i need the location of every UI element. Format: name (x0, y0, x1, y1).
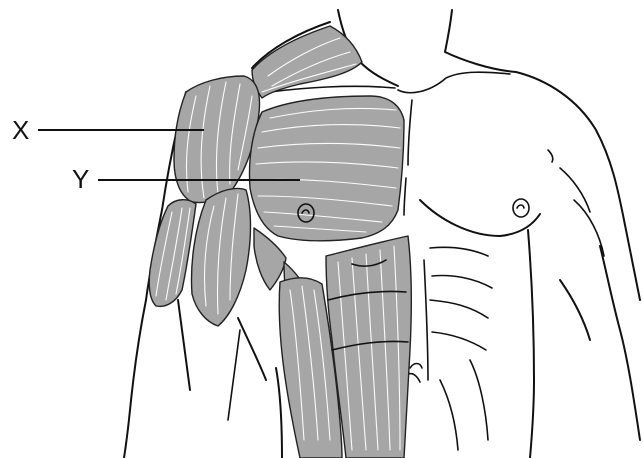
label-x: X (12, 115, 29, 145)
biceps-muscle (192, 188, 251, 326)
deltoid-muscle (174, 76, 259, 203)
trapezius-muscle (252, 26, 362, 98)
label-y: Y (72, 164, 89, 194)
triceps-muscle (149, 200, 196, 307)
pectoralis-muscle (250, 96, 405, 241)
